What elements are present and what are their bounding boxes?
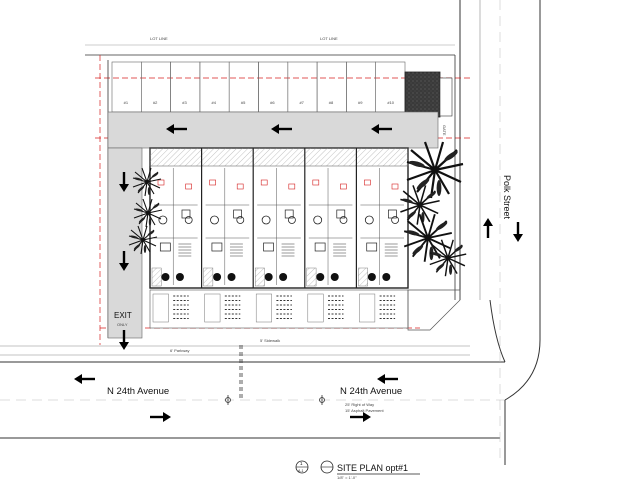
road-network xyxy=(0,0,541,465)
parking-stall-label: #1 xyxy=(124,100,129,105)
title-ref-sheet: A-1 xyxy=(298,469,304,473)
title-text: SITE PLAN opt#1 xyxy=(337,463,408,473)
note-sidewalk: 5' Sidewalk xyxy=(260,338,280,343)
note-gate: GATE xyxy=(442,125,447,136)
parking-stall: #5 xyxy=(228,61,259,113)
arrow-left-icon xyxy=(74,374,95,384)
unit-plan xyxy=(306,168,353,287)
note-right-of-way: 25' Right of Way xyxy=(345,402,374,407)
buildings xyxy=(149,147,409,289)
parking-row: #1 #2 #3 #4 #5 #6 #7 #8 #9 #10 xyxy=(111,61,406,113)
parking-stall-label: #10 xyxy=(387,100,394,105)
parking-stall-label: #5 xyxy=(241,100,246,105)
unit-plan xyxy=(151,168,198,287)
street-name-left: N 24th Avenue xyxy=(107,386,169,397)
planter-cell xyxy=(307,293,344,323)
title-ref-number: 1 xyxy=(300,461,303,466)
parking-stall-label: #7 xyxy=(299,100,304,105)
parking-stall: #6 xyxy=(258,61,289,113)
arrow-down-icon xyxy=(513,222,523,242)
parking-stall-label: #3 xyxy=(182,100,187,105)
arrow-left-icon xyxy=(371,124,392,134)
exit-sublabel: ONLY xyxy=(117,322,128,327)
palm-icon xyxy=(429,239,467,277)
arrow-down-icon xyxy=(119,172,129,192)
street-name-polk: Polk Street xyxy=(502,175,512,220)
arrow-up-icon xyxy=(483,218,493,238)
unit-plan xyxy=(358,168,404,287)
parking-stall: #2 xyxy=(141,61,171,113)
exit-label: EXIT xyxy=(114,311,132,320)
centerline-marks xyxy=(225,395,325,405)
parking-stall: #7 xyxy=(287,61,318,113)
traffic-arrows xyxy=(74,124,523,422)
unit-plan xyxy=(203,168,250,287)
landscape-strip xyxy=(149,289,409,329)
note-asphalt: 15' Asphalt Pavement xyxy=(345,408,384,413)
title-scale: 1/8" = 1'-0" xyxy=(337,475,357,480)
arrow-down-icon xyxy=(119,251,129,271)
planter-cell xyxy=(152,293,189,323)
gravel-area xyxy=(404,71,441,118)
arrow-right-icon xyxy=(150,412,171,422)
note-lot-line-left: LOT LINE xyxy=(150,36,168,41)
street-name-right: N 24th Avenue xyxy=(340,386,402,397)
arrow-right-icon xyxy=(350,412,371,422)
parking-stall: #10 xyxy=(375,61,406,113)
parking-stall-label: #4 xyxy=(212,100,217,105)
arrow-down-icon xyxy=(119,330,129,350)
parking-stall: #4 xyxy=(199,61,230,113)
planter-cell xyxy=(359,293,396,323)
title-block: 1 A-1 SITE PLAN opt#1 1/8" = 1'-0" xyxy=(295,460,420,480)
planter-cell xyxy=(255,293,292,323)
arrow-left-icon xyxy=(377,374,398,384)
parking-stall-label: #9 xyxy=(358,100,363,105)
arrow-left-icon xyxy=(166,124,187,134)
parking-stall: #9 xyxy=(346,61,376,113)
note-parkway: 6' Parkway xyxy=(170,348,189,353)
parking-stall: #3 xyxy=(170,61,201,113)
arrow-left-icon xyxy=(271,124,292,134)
parking-stall-label: #6 xyxy=(270,100,275,105)
unit-plan xyxy=(254,168,301,287)
planter-cell xyxy=(204,293,241,323)
right-landscape xyxy=(407,289,461,331)
parking-stall-label: #2 xyxy=(153,100,158,105)
note-lot-line-mid: LOT LINE xyxy=(320,36,338,41)
gate-box xyxy=(439,77,453,117)
parking-stall-label: #8 xyxy=(329,100,334,105)
parking-stall: #8 xyxy=(316,61,347,113)
parking-stall: #1 xyxy=(111,61,142,113)
